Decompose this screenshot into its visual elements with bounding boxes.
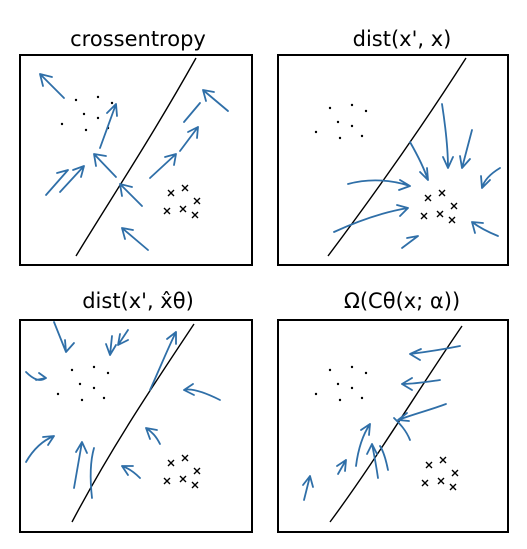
panel-title: Ω(Cθ(x; α)) <box>344 289 460 313</box>
panel-title: crossentropy <box>70 27 206 51</box>
arrow-field <box>39 73 229 251</box>
decision-boundary <box>329 325 463 523</box>
arrow-field <box>333 103 501 249</box>
class-b-cluster <box>163 184 201 219</box>
panel-frame <box>19 54 253 266</box>
panel-frame <box>19 319 253 533</box>
panel-title: dist(x', x) <box>353 27 452 51</box>
panel-frame <box>277 319 509 533</box>
panel-dist-x-prime-x: dist(x', x) <box>277 27 509 266</box>
decision-boundary <box>71 323 195 523</box>
arrow-field <box>25 321 221 499</box>
panel-crossentropy: crossentropy <box>19 27 253 266</box>
decision-boundary <box>75 57 197 257</box>
arrow-field <box>302 345 461 501</box>
panel-frame <box>277 54 509 266</box>
class-a-cluster <box>314 365 368 402</box>
panel-title: dist(x', x̂θ) <box>82 289 194 313</box>
class-a-cluster <box>314 103 368 140</box>
class-b-cluster <box>420 189 458 224</box>
class-b-cluster <box>163 454 201 489</box>
panel-dist-x-prime-xhat: dist(x', x̂θ) <box>19 289 253 533</box>
decision-boundary <box>327 57 467 257</box>
panel-omega-c-theta: Ω(Cθ(x; α)) <box>277 289 509 533</box>
class-b-cluster <box>421 456 459 491</box>
class-a-cluster <box>60 95 114 132</box>
class-a-cluster <box>56 365 110 402</box>
